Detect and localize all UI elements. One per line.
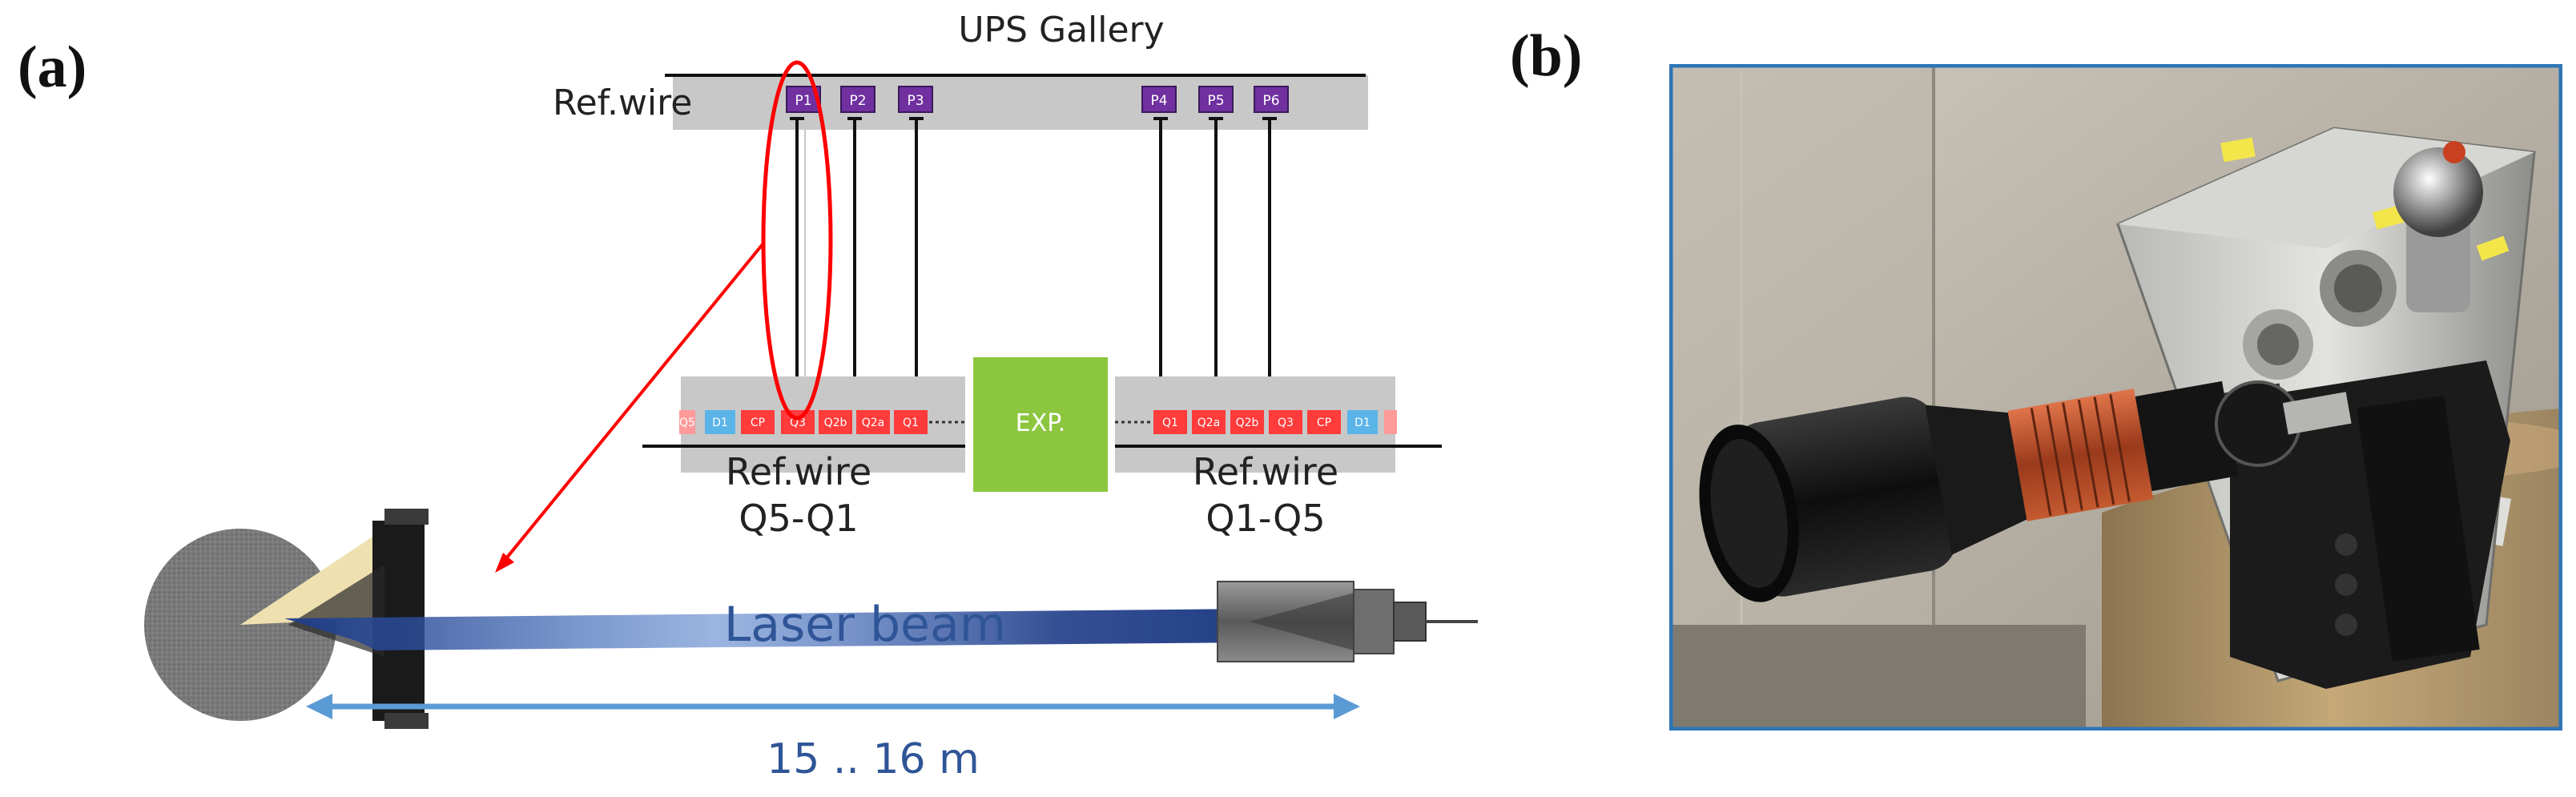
pillar-label: P2	[849, 93, 866, 109]
gallery-title: UPS Gallery	[958, 10, 1164, 50]
pillar-p2: P2	[840, 86, 875, 113]
pillar-label: P6	[1262, 93, 1279, 109]
magnet-label: CP	[751, 417, 765, 429]
magnet-label: Q2a	[862, 417, 885, 429]
laser-beam-label: Laser beam	[724, 597, 1006, 653]
magnet-label: Q3	[1278, 417, 1294, 429]
top-ref-wire-label: Ref.wire	[553, 83, 692, 123]
pillar-p4: P4	[1141, 86, 1177, 113]
laser-beam	[284, 609, 1250, 650]
pillar-p3: P3	[898, 86, 933, 113]
connection-lines	[790, 117, 1277, 397]
left-ref-wire-range: Q5-Q1	[739, 497, 858, 540]
magnet-label: Q2b	[824, 417, 847, 429]
panel-b-photo	[1669, 64, 2562, 731]
magnet-label: D1	[1354, 417, 1371, 429]
right-ref-wire-range: Q1-Q5	[1205, 497, 1325, 540]
magnet-label: CP	[1317, 417, 1331, 429]
magnets-right: Q1 Q2a Q2b Q3 CP D1	[1153, 410, 1397, 434]
camera-device	[1217, 581, 1478, 662]
experiment-label: EXP.	[1016, 409, 1065, 437]
panel-b-label: (b)	[1510, 23, 1583, 89]
highlight-arrow-head	[495, 553, 514, 573]
magnets-left: Q5 D1 CP Q3 Q2b Q2a Q1	[679, 410, 928, 434]
highlight-ellipse	[761, 60, 833, 421]
magnet-label: Q2b	[1236, 417, 1259, 429]
pillar-label: P1	[795, 93, 811, 109]
panel-a-label: (a)	[18, 34, 87, 100]
pillar-label: P3	[907, 93, 924, 109]
magnet-label: Q3	[790, 417, 806, 429]
magnet-label: D1	[712, 417, 728, 429]
right-ref-wire-label: Ref.wire	[1193, 450, 1338, 493]
pillar-label: P5	[1207, 93, 1224, 109]
magnet-label: Q5	[679, 417, 695, 429]
pillar-p6: P6	[1254, 86, 1289, 113]
highlight-arrow-line	[501, 243, 764, 564]
magnet-label: Q1	[903, 417, 919, 429]
left-ref-wire-label: Ref.wire	[726, 450, 871, 493]
experiment-box	[973, 357, 1108, 492]
magnet-label: Q2a	[1197, 417, 1221, 429]
distance-arrow	[306, 694, 1360, 719]
magnet-label: Q1	[1162, 417, 1178, 429]
pillar-label: P4	[1150, 93, 1167, 109]
pillar-p5: P5	[1198, 86, 1234, 113]
panel-a-diagram: UPS Gallery Ref.wire P1 P2 P3 P4 P5 P6	[144, 10, 1478, 783]
distance-label: 15 .. 16 m	[767, 735, 980, 783]
